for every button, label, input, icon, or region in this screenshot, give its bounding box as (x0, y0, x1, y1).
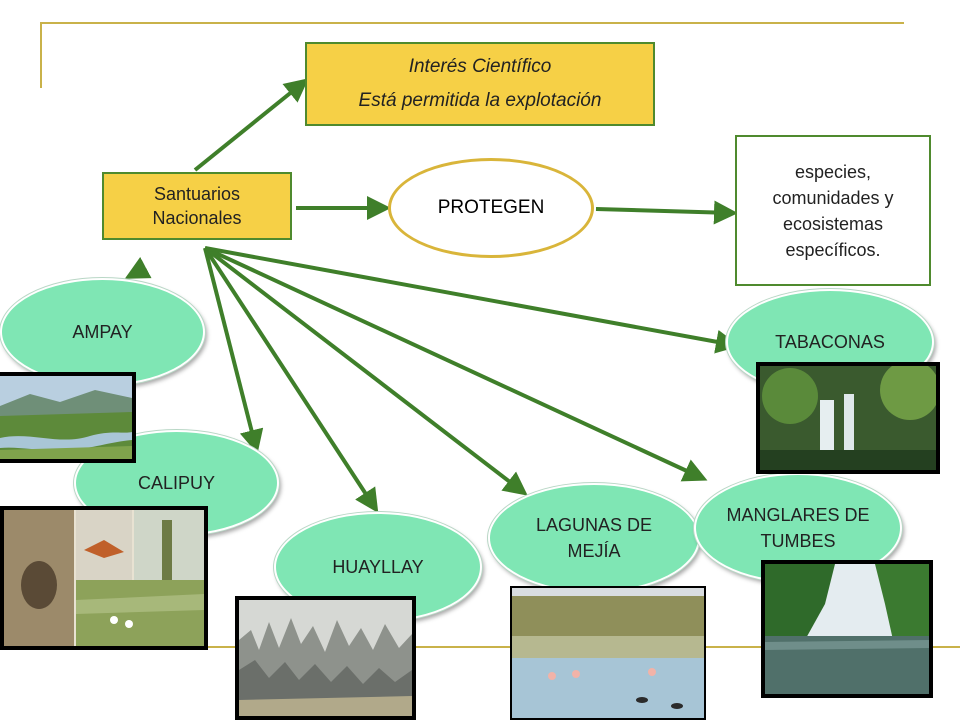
tabaconas-photo (756, 362, 940, 474)
lagunas-photo (510, 586, 706, 720)
santuarios-box: Santuarios Nacionales (102, 172, 292, 240)
arrow-to-lagunas (203, 246, 528, 496)
manglares-line-2: TUMBES (760, 531, 836, 551)
oval-ampay: AMPAY (0, 278, 205, 386)
frame-line-bottom (0, 646, 960, 648)
oval-lagunas-de-mejia: LAGUNAS DE MEJÍA (488, 483, 700, 593)
lagunas-line-2: MEJÍA (567, 541, 621, 561)
interest-line-1: Interés Científico (408, 56, 552, 77)
protegen-label: PROTEGEN (437, 197, 545, 218)
manglares-line-1: MANGLARES DE (726, 505, 870, 525)
especies-line-1: especies, (794, 161, 872, 182)
arrow-to-ampay (124, 256, 152, 279)
especies-box: especies, comunidades y ecosistemas espe… (735, 135, 931, 286)
manglares-photo (761, 560, 933, 698)
protegen-oval: PROTEGEN (388, 158, 594, 258)
calipuy-label: CALIPUY (137, 473, 216, 493)
ampay-label: AMPAY (72, 322, 133, 342)
especies-line-3: ecosistemas (782, 213, 884, 234)
interest-line-2: Está permitida la explotación (358, 90, 602, 111)
arrow-to-calipuy (203, 247, 264, 454)
calipuy-photo (0, 506, 208, 650)
arrow-to-manglares (204, 246, 708, 482)
arrow-to-tabaconas (204, 246, 740, 354)
especies-line-2: comunidades y (772, 187, 894, 208)
tabaconas-label: TABACONAS (775, 332, 885, 352)
arrow-to-interest (193, 78, 309, 172)
arrow-to-especies (595, 200, 738, 225)
huayllay-label: HUAYLLAY (332, 557, 424, 577)
ampay-photo (0, 372, 136, 463)
santuarios-line-1: Santuarios (153, 184, 241, 204)
frame-line-left (40, 22, 42, 88)
huayllay-photo (235, 596, 416, 720)
arrow-to-huayllay (203, 246, 379, 514)
santuarios-line-2: Nacionales (152, 208, 242, 228)
interest-box: Interés Científico Está permitida la exp… (305, 42, 655, 126)
frame-line-top (40, 22, 904, 24)
lagunas-line-1: LAGUNAS DE (535, 515, 653, 535)
especies-line-4: específicos. (785, 239, 881, 260)
